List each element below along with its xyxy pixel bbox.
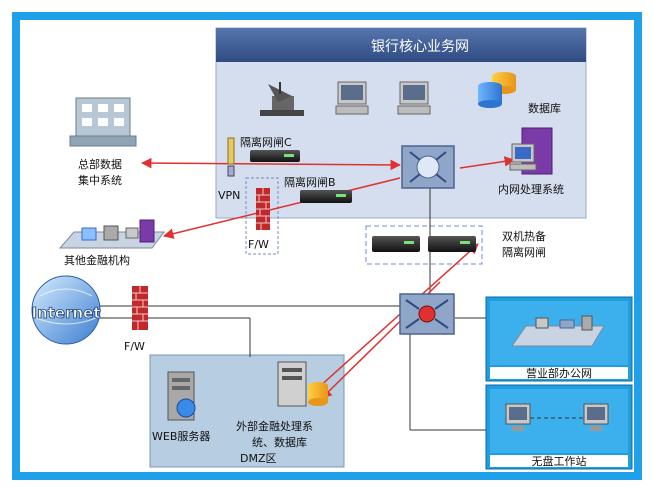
other-financial-label: 其他金融机构 (64, 253, 130, 267)
ha-gateway-2-icon (428, 236, 476, 252)
core-firewall-icon (256, 188, 270, 230)
ha-gateway-dashed-group (365, 225, 483, 265)
ha-gateway-1-icon (372, 236, 420, 252)
arrow-core-intranet (459, 156, 516, 169)
internet-label: Internet (31, 304, 100, 322)
arrow-ext-to-ha (317, 243, 479, 389)
pc-icon (397, 81, 431, 115)
branch-office-zone: 营业部办公网 (485, 296, 633, 382)
intranet-system-icon (509, 127, 553, 175)
branch-office-label: 营业部办公网 (526, 366, 592, 380)
hq-label-line2: 集中系统 (78, 173, 122, 187)
satellite-icon (260, 82, 304, 116)
arrow-hq-core (140, 157, 402, 171)
left-firewall-label: F/W (124, 340, 145, 353)
link-lines (100, 188, 590, 431)
ha-gateway-label-line2: 隔离网闸 (502, 245, 546, 259)
web-server-label: WEB服务器 (152, 430, 210, 443)
database-icon (478, 72, 516, 108)
diskless-workstation-zone: 无盘工作站 (485, 384, 633, 470)
web-server-icon (167, 371, 196, 421)
dmz-label: DMZ区 (240, 452, 277, 465)
branch-office-network-icon (511, 315, 605, 347)
core-network-title: 银行核心业务网 (371, 39, 469, 55)
core-switch-icon (401, 145, 455, 189)
external-processing-label-line1: 外部金融处理系 (236, 419, 313, 433)
core-firewall-label: F/W (248, 238, 269, 251)
gateway-c-label: 隔离网闸C (240, 135, 292, 149)
intranet-system-label: 内网处理系统 (498, 182, 564, 196)
other-financial-icon (58, 219, 165, 249)
gateway-b-label: 隔离网闸B (284, 175, 336, 189)
dmz-switch-icon (399, 293, 455, 335)
ha-gateway-label-line1: 双机热备 (502, 229, 546, 243)
diskless-workstation-label: 无盘工作站 (532, 454, 587, 468)
gateway-b-icon (300, 190, 352, 203)
hq-label-line1: 总部数据 (78, 157, 122, 171)
vpn-label: VPN (218, 189, 240, 202)
workstation-icon (583, 403, 609, 431)
database-label: 数据库 (528, 101, 561, 115)
external-processing-label-line2: 统、数据库 (252, 435, 307, 449)
pc-icon (335, 81, 369, 115)
core-network-header (216, 28, 586, 62)
external-processing-icon (277, 361, 328, 407)
internet-globe-icon: Internet (31, 275, 101, 345)
hq-datacenter-icon (69, 97, 137, 147)
left-firewall-icon (132, 286, 148, 330)
gateway-c-icon (250, 150, 300, 162)
vpn-icon (227, 137, 235, 177)
arrow-core-otherfin (162, 177, 401, 239)
workstation-icon (505, 403, 531, 431)
red-flow-arrows (140, 156, 516, 399)
